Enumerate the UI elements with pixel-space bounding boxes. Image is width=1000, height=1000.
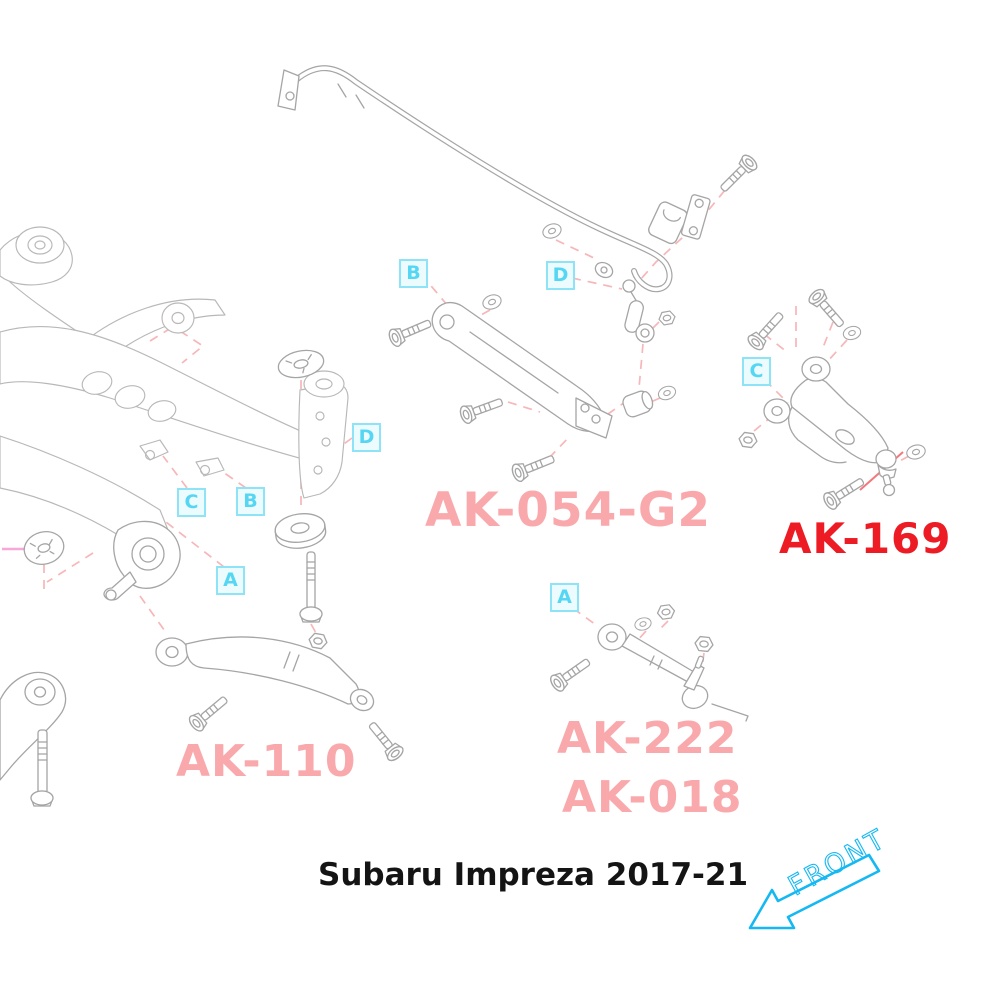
subframe-nut — [307, 631, 329, 651]
lateral-arm-washer-2 — [656, 383, 678, 403]
upper-arm-nut — [737, 431, 759, 449]
vehicle-title: Subaru Impreza 2017-21 — [318, 857, 749, 893]
trailing-arm-bolt-1 — [186, 691, 233, 735]
callout-c-1: C — [742, 357, 771, 386]
upper-arm-bolt-2 — [805, 286, 850, 332]
tie-rod-nut — [693, 635, 715, 653]
subframe-lower-disc — [274, 513, 327, 549]
upper-arm-bolt-1 — [744, 307, 789, 353]
lateral-arm-drawing — [386, 279, 678, 484]
part-label-ak-054-g2: AK-054-G2 — [425, 483, 712, 538]
lateral-arm-bolt-3 — [509, 449, 558, 484]
ball-joint — [875, 449, 897, 469]
front-arrow-icon — [748, 853, 881, 930]
sway-bar-bolt — [715, 152, 760, 197]
toe-arm-nut-1 — [655, 603, 677, 621]
callout-c-2: C — [177, 488, 206, 517]
end-link-drawing — [622, 279, 677, 343]
upper-arm-washer-1 — [841, 324, 863, 342]
sway-bar-washer — [540, 220, 564, 242]
upper-arm-bolt-3 — [820, 472, 868, 512]
lateral-arm-bushing — [622, 390, 654, 418]
callout-a-2: A — [550, 583, 579, 612]
toe-arm-drawing — [547, 603, 749, 722]
front-arrow: FRONT — [748, 822, 893, 930]
toe-arm-washer — [632, 615, 654, 633]
callout-b-2: B — [236, 487, 265, 516]
callout-d-2: D — [352, 423, 381, 452]
cam-washer-drawing — [23, 531, 65, 565]
trailing-arm-drawing — [0, 636, 407, 807]
lateral-arm-washer-1 — [480, 291, 504, 313]
part-label-ak-018: AK-018 — [562, 772, 743, 823]
callout-a-1: A — [216, 566, 245, 595]
lateral-arm-bolt-2 — [457, 392, 506, 426]
part-label-ak-222: AK-222 — [557, 713, 738, 764]
lateral-arm-bolt-1 — [386, 313, 435, 349]
subframe-long-bolt — [306, 551, 316, 611]
toe-arm-bolt — [547, 653, 595, 695]
trailing-arm-bolt-2 — [363, 717, 407, 764]
callout-b-1: B — [399, 259, 428, 288]
callout-d-1: D — [546, 261, 575, 290]
part-label-ak-169: AK-169 — [779, 514, 952, 563]
part-label-ak-110: AK-110 — [176, 736, 357, 787]
subframe-washer-plate — [277, 349, 325, 379]
subframe-drawing — [0, 226, 349, 651]
upper-control-arm-drawing — [737, 286, 928, 512]
sway-bar-drawing — [277, 65, 760, 293]
upper-arm-washer-2 — [904, 442, 928, 462]
